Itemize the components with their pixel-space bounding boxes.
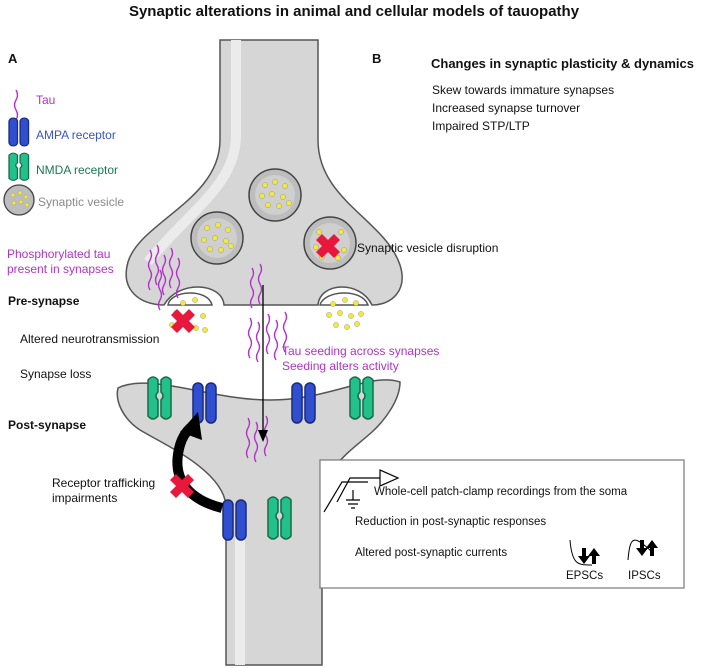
- vesicle-disruption-label: Synaptic vesicle disruption: [357, 241, 499, 255]
- panel-a-label: A: [8, 51, 18, 66]
- plasticity-item: Skew towards immature synapses: [432, 83, 615, 97]
- epsc-trace-icon: [569, 539, 593, 566]
- release-left: [167, 292, 213, 333]
- legend-ampa-label: AMPA receptor: [36, 128, 116, 142]
- post-synapse-label: Post-synapse: [8, 418, 87, 432]
- legend-nmda-label: NMDA receptor: [36, 163, 119, 177]
- vesicle-disrupted: [303, 216, 357, 270]
- plasticity-item: Increased synapse turnover: [432, 101, 581, 115]
- legend-vesicle-label: Synaptic vesicle: [38, 195, 125, 209]
- plasticity-item: Impaired STP/LTP: [432, 119, 530, 133]
- legend-ampa-icon: [8, 117, 30, 147]
- vesicle-left: [190, 211, 244, 265]
- vesicle-top: [248, 168, 302, 222]
- trafficking-arrow: [170, 412, 224, 513]
- figure-title: Synaptic alterations in animal and cellu…: [128, 3, 580, 20]
- receptor-trafficking-label-1: Receptor trafficking: [52, 476, 156, 490]
- panel-b-label: B: [372, 51, 382, 66]
- patch-clamp-icon: [323, 469, 400, 513]
- legend-tau-label: Tau: [36, 93, 56, 107]
- ipsc-label: IPSCs: [628, 570, 661, 582]
- synapse-loss-label: Synapse loss: [20, 367, 92, 381]
- altered-neurotransmission-label: Altered neurotransmission: [20, 332, 160, 346]
- ipsc-arrows-icon: [636, 540, 658, 556]
- phospho-tau-label-1: Phosphorylated tau: [7, 247, 111, 261]
- pre-synapse-label: Pre-synapse: [8, 294, 80, 308]
- ipsc-trace-icon: [627, 539, 653, 561]
- tau-cluster-cleft: [247, 311, 288, 363]
- recording-line-1: Whole-cell patch-clamp recordings from t…: [374, 486, 628, 498]
- phospho-tau-label-2: present in synapses: [7, 262, 114, 276]
- recording-line-3: Altered post-synaptic currents: [355, 547, 508, 559]
- epsc-label: EPSCs: [566, 570, 604, 582]
- plasticity-heading: Changes in synaptic plasticity & dynamic…: [431, 56, 694, 71]
- seeding-arrow: [258, 285, 268, 442]
- tau-seeding-label: Tau seeding across synapses: [282, 344, 440, 358]
- seeding-alters-label: Seeding alters activity: [282, 359, 399, 373]
- epsc-arrows-icon: [578, 548, 600, 564]
- recording-line-2: Reduction in post-synaptic responses: [355, 516, 547, 528]
- release-right: [319, 292, 370, 330]
- legend-nmda-icon: [8, 152, 30, 181]
- legend-vesicle-icon: [3, 184, 35, 216]
- receptor-trafficking-label-2: impairments: [52, 491, 118, 505]
